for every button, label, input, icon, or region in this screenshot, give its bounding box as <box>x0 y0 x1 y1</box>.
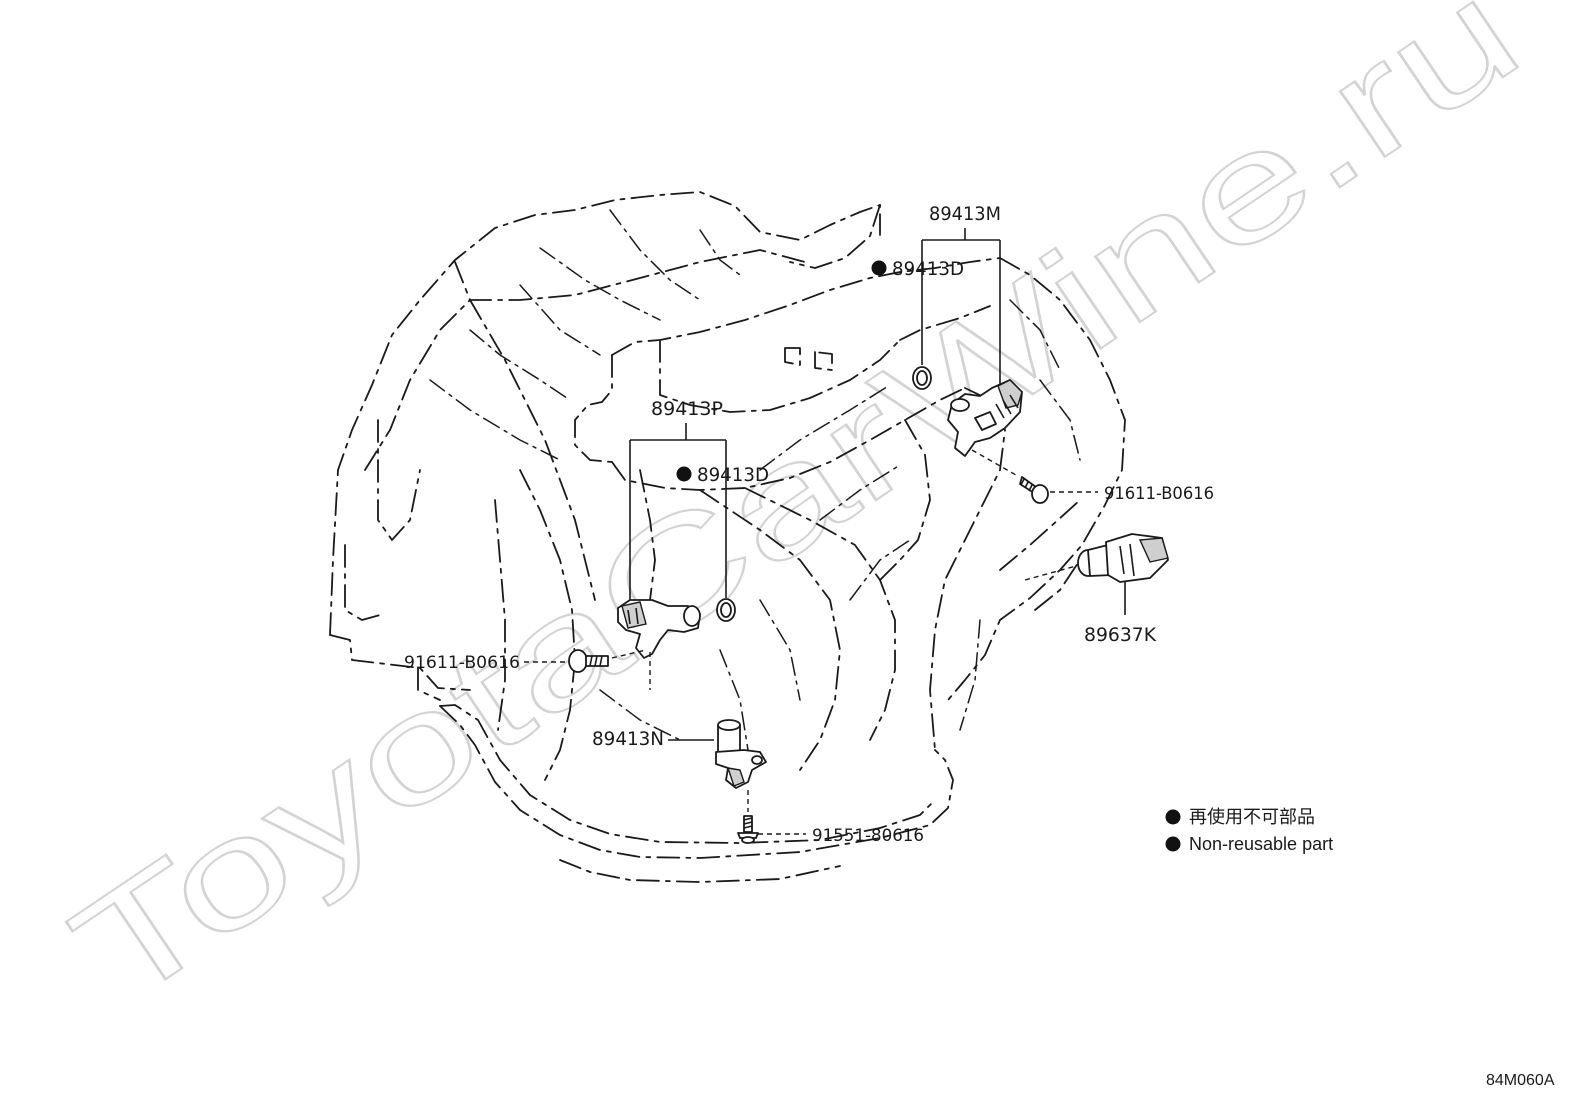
callout-91551-label: 91551-80616 <box>812 826 924 846</box>
callout-89413M-label: 89413M <box>929 203 1001 225</box>
callout-89413D-top-label: 89413D <box>892 258 964 280</box>
oring-top-icon <box>912 366 932 390</box>
callout-89413N-label: 89413N <box>592 728 664 750</box>
sensor-89413P-icon <box>617 599 701 690</box>
non-reusable-dot-icon <box>676 466 692 482</box>
callout-89413D-top[interactable]: 89413D <box>871 258 965 280</box>
figure-code: 84M060A <box>1486 1072 1555 1089</box>
callout-89413M[interactable]: 89413M <box>921 203 1001 390</box>
bolt-bottom-icon <box>737 815 759 844</box>
callout-89413P-leader <box>629 423 727 604</box>
callout-89413D-mid[interactable]: 89413D <box>676 464 770 486</box>
non-reusable-dot-icon <box>871 260 887 276</box>
watermark-text: ToyotaCarWine.ru <box>44 0 1547 1037</box>
legend-line-english: Non-reusable part <box>1189 834 1333 854</box>
callout-89413P[interactable]: 89413P <box>629 398 727 604</box>
callout-91551-80616[interactable]: 91551-80616 <box>758 826 924 846</box>
sensor-89413M-icon <box>947 379 1023 457</box>
bolt-left-icon <box>568 649 647 673</box>
sensor-89413N-icon <box>715 719 767 812</box>
callout-89413N[interactable]: 89413N <box>592 728 714 750</box>
switch-89637K-icon <box>1024 533 1169 583</box>
callout-89637K-label: 89637K <box>1084 624 1157 646</box>
non-reusable-dot-icon <box>1165 809 1181 825</box>
legend: 再使用不可部品 Non-reusable part <box>1165 807 1333 854</box>
callout-89413M-leader <box>921 228 1001 390</box>
callout-91611-right-label: 91611-B0616 <box>1104 484 1214 504</box>
callout-91611-B0616-right[interactable]: 91611-B0616 <box>1050 484 1214 504</box>
bolt-right-icon <box>971 449 1049 504</box>
callout-89413P-label: 89413P <box>651 398 723 420</box>
callout-89637K[interactable]: 89637K <box>1084 582 1157 646</box>
legend-line-japanese: 再使用不可部品 <box>1189 807 1315 827</box>
callout-91611-B0616-left[interactable]: 91611-B0616 <box>404 653 566 673</box>
callout-89413D-mid-label: 89413D <box>697 464 769 486</box>
non-reusable-dot-icon <box>1165 836 1181 852</box>
callout-91611-left-label: 91611-B0616 <box>404 653 520 673</box>
oring-mid-icon <box>716 598 736 622</box>
